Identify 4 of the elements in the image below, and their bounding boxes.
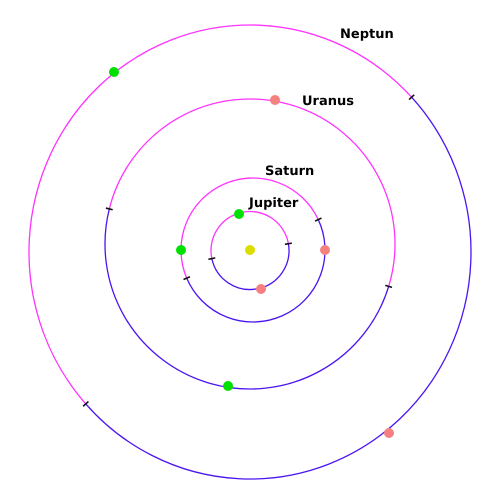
planet-label: Saturn [265,164,314,179]
planet-label: Jupiter [249,196,298,211]
planet-label: Uranus [302,94,354,109]
planet-label: Neptun [340,27,394,42]
